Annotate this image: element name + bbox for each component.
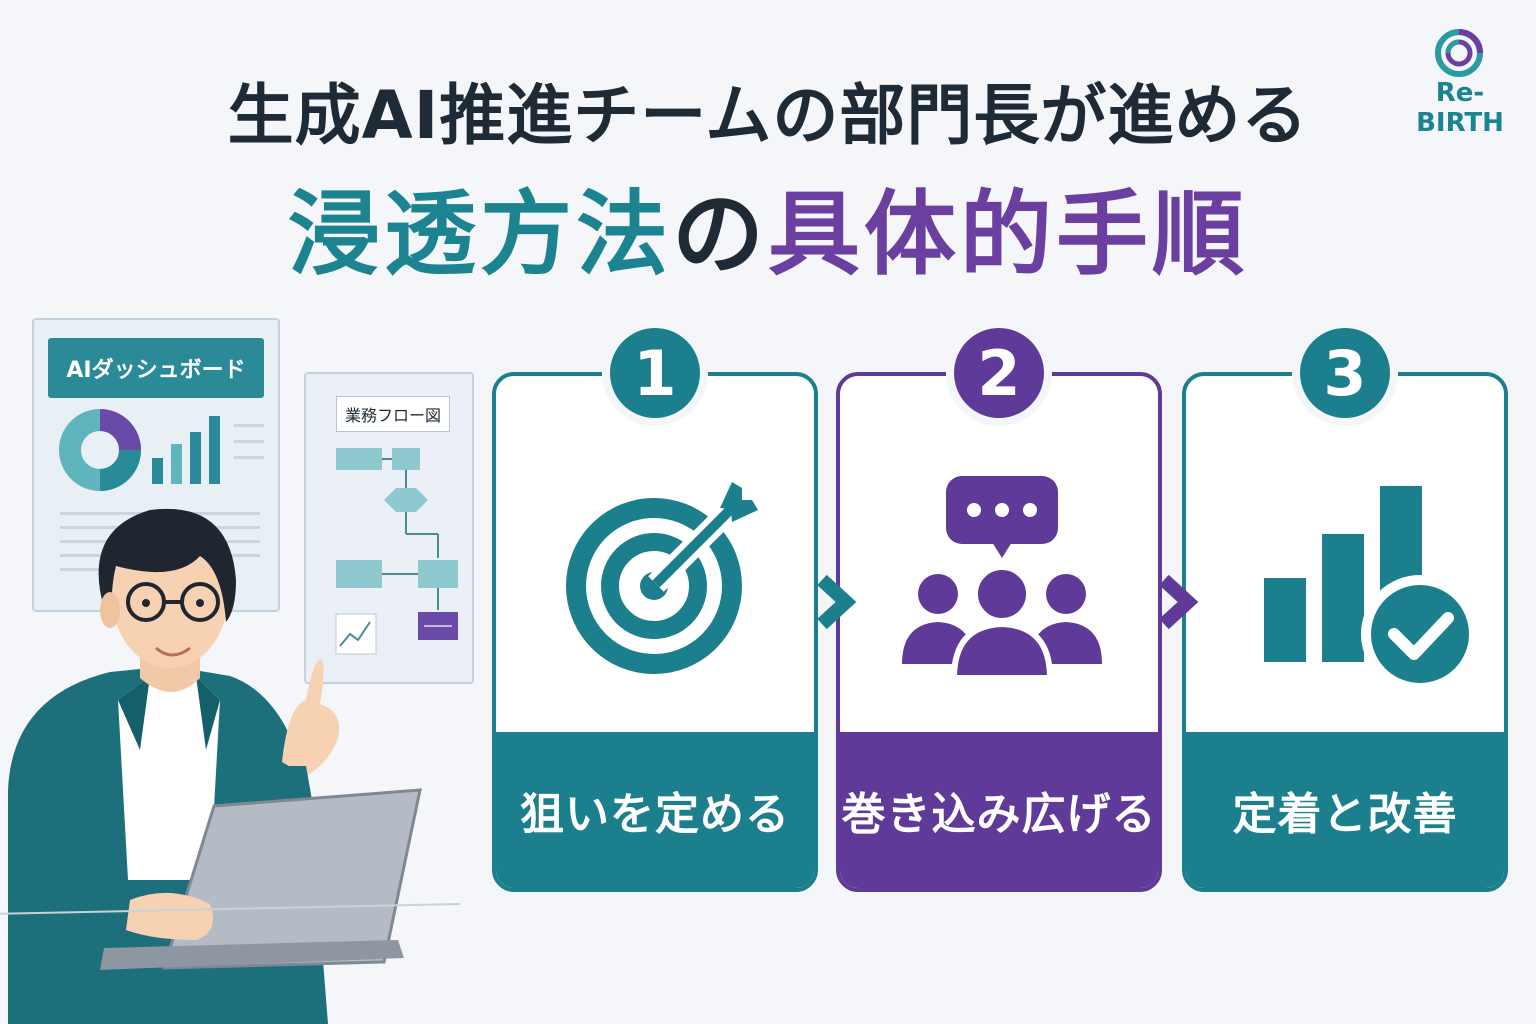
page-title: 生成AI推進チームの部門長が進める	[227, 77, 1309, 154]
team-chat-icon	[902, 476, 1102, 681]
target-icon	[566, 482, 758, 674]
step-number-2: 2	[946, 320, 1052, 426]
person-illustration	[0, 508, 461, 1024]
step-label-3: 定着と改善	[1186, 732, 1504, 888]
flow-title: 業務フロー図	[336, 396, 450, 432]
dashboard-title: AIダッシュボード	[48, 338, 264, 398]
step-card-3: 定着と改善	[1182, 372, 1508, 892]
step-card-1: 狙いを定める	[492, 372, 818, 892]
step-number-3: 3	[1292, 320, 1398, 426]
chevron-right-icon	[817, 574, 857, 630]
brand-logo: Re-BIRTH	[1392, 28, 1528, 138]
step-number-1: 1	[602, 320, 708, 426]
logo-text: Re-BIRTH	[1416, 78, 1504, 138]
page-subtitle: 浸透方法の具体的手順	[0, 160, 1536, 293]
rebirth-logo-icon	[1435, 29, 1483, 77]
subtitle-part-method: 浸透方法	[287, 181, 672, 288]
step-label-1: 狙いを定める	[496, 732, 814, 888]
subtitle-particle: の	[671, 181, 768, 288]
flow-board: 業務フロー図	[304, 372, 474, 684]
subtitle-part-steps: 具体的手順	[768, 181, 1249, 288]
chevron-right-icon	[1159, 574, 1199, 630]
step-label-2: 巻き込み広げる	[840, 732, 1158, 888]
bar-chart-check-icon	[1264, 486, 1479, 693]
flow-graphics	[335, 448, 458, 655]
step-card-2: 巻き込み広げる	[836, 372, 1162, 892]
